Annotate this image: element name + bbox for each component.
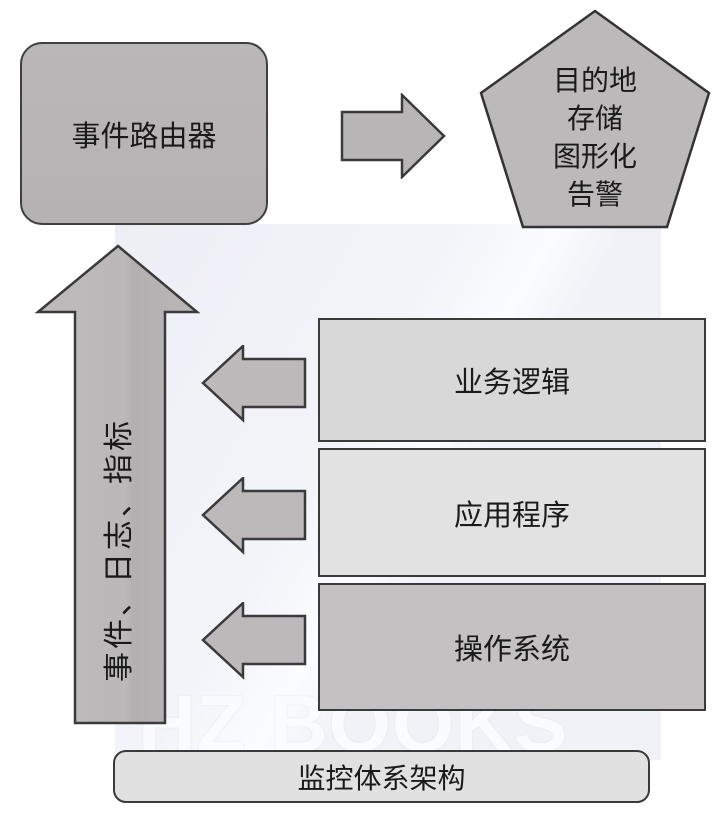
up-arrow-icon (34, 244, 201, 725)
left-arrow-icon-2 (201, 477, 307, 555)
pentagon-line-3: 图形化 (552, 140, 637, 173)
pentagon-line-2: 存储 (566, 102, 623, 135)
pentagon-line-1: 目的地 (552, 64, 637, 97)
event-router-node: 事件路由器 (20, 42, 268, 225)
layer-label: 应用程序 (453, 497, 570, 532)
layer-box-application: 应用程序 (318, 448, 706, 577)
layer-label: 操作系统 (453, 632, 570, 666)
layer-label: 业务逻辑 (453, 365, 570, 399)
left-arrow-icon-1 (201, 345, 307, 423)
layer-box-business-logic: 业务逻辑 (318, 318, 706, 442)
event-router-label: 事件路由器 (71, 118, 217, 153)
layer-box-operating-system: 操作系统 (318, 583, 706, 711)
pentagon-line-4: 告警 (566, 178, 623, 211)
flow-arrow-label: 事件、日志、指标 (102, 418, 137, 682)
caption-label: 监控体系架构 (297, 761, 466, 795)
left-arrow-icon-3 (201, 602, 307, 680)
diagram-caption: 监控体系架构 (113, 750, 650, 803)
pentagon-shape (479, 9, 711, 229)
right-arrow-icon (340, 93, 446, 179)
pentagon-label: 目的地 存储 图形化 告警 (476, 62, 714, 214)
